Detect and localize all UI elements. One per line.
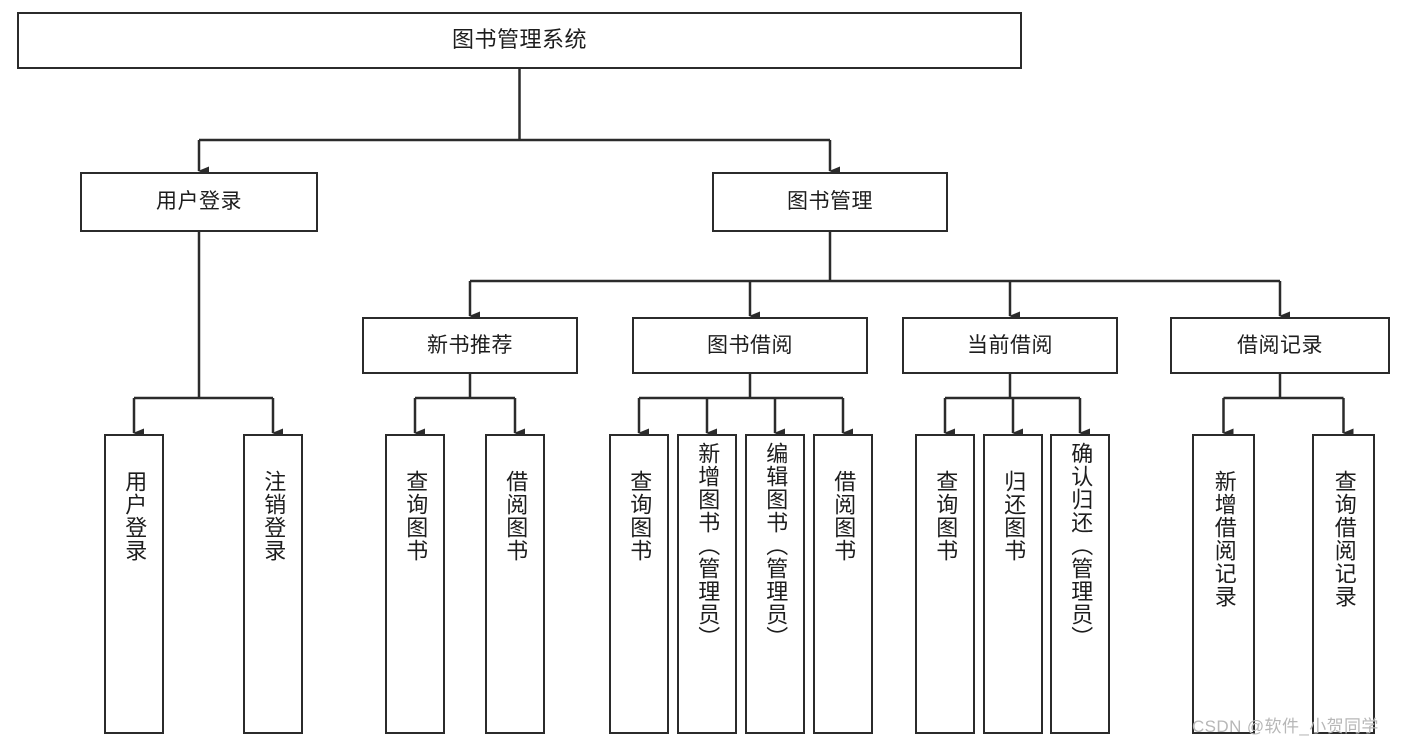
- node-leaf-rec-query-book[interactable]: 查询图书: [385, 434, 445, 734]
- node-root-label: 图书管理系统: [451, 27, 587, 53]
- node-leaf-borrow-edit-book-label: 编辑图书（管理员）: [763, 442, 789, 649]
- node-leaf-record-query[interactable]: 查询借阅记录: [1312, 434, 1375, 734]
- node-book-borrow-label: 图书借阅: [707, 333, 793, 357]
- node-leaf-user-login-label: 用户登录: [122, 470, 148, 562]
- node-leaf-record-add-label: 新增借阅记录: [1211, 470, 1237, 608]
- node-leaf-borrow-add-book-label: 新增图书（管理员）: [695, 442, 721, 649]
- node-leaf-borrow-lend-book[interactable]: 借阅图书: [813, 434, 873, 734]
- node-leaf-borrow-add-book[interactable]: 新增图书（管理员）: [677, 434, 737, 734]
- node-user-login[interactable]: 用户登录: [80, 172, 318, 232]
- node-leaf-rec-query-book-label: 查询图书: [403, 470, 429, 562]
- node-leaf-user-login[interactable]: 用户登录: [104, 434, 164, 734]
- node-borrow-record-label: 借阅记录: [1237, 333, 1323, 357]
- node-current-borrow[interactable]: 当前借阅: [902, 317, 1118, 374]
- node-book-borrow[interactable]: 图书借阅: [632, 317, 868, 374]
- node-leaf-current-query-book[interactable]: 查询图书: [915, 434, 975, 734]
- node-leaf-rec-borrow-book-label: 借阅图书: [503, 470, 529, 562]
- node-current-borrow-label: 当前借阅: [967, 333, 1053, 357]
- node-leaf-borrow-query-book[interactable]: 查询图书: [609, 434, 669, 734]
- node-root[interactable]: 图书管理系统: [17, 12, 1022, 69]
- csdn-watermark: CSDN @软件_小贺同学: [1192, 717, 1379, 736]
- node-user-login-label: 用户登录: [156, 190, 242, 214]
- node-leaf-user-logout[interactable]: 注销登录: [243, 434, 303, 734]
- node-book-manage-label: 图书管理: [787, 190, 873, 214]
- node-new-book-rec[interactable]: 新书推荐: [362, 317, 578, 374]
- node-leaf-current-confirm-return[interactable]: 确认归还（管理员）: [1050, 434, 1110, 734]
- node-book-manage[interactable]: 图书管理: [712, 172, 948, 232]
- node-new-book-rec-label: 新书推荐: [427, 333, 513, 357]
- node-leaf-borrow-lend-book-label: 借阅图书: [831, 470, 857, 562]
- node-leaf-record-query-label: 查询借阅记录: [1331, 470, 1357, 608]
- node-leaf-current-return-book-label: 归还图书: [1001, 470, 1027, 562]
- node-borrow-record[interactable]: 借阅记录: [1170, 317, 1390, 374]
- node-leaf-borrow-query-book-label: 查询图书: [627, 470, 653, 562]
- node-leaf-user-logout-label: 注销登录: [261, 470, 287, 562]
- node-leaf-current-confirm-return-label: 确认归还（管理员）: [1068, 442, 1094, 649]
- node-leaf-current-query-book-label: 查询图书: [933, 470, 959, 562]
- node-leaf-current-return-book[interactable]: 归还图书: [983, 434, 1043, 734]
- node-leaf-borrow-edit-book[interactable]: 编辑图书（管理员）: [745, 434, 805, 734]
- node-leaf-rec-borrow-book[interactable]: 借阅图书: [485, 434, 545, 734]
- node-leaf-record-add[interactable]: 新增借阅记录: [1192, 434, 1255, 734]
